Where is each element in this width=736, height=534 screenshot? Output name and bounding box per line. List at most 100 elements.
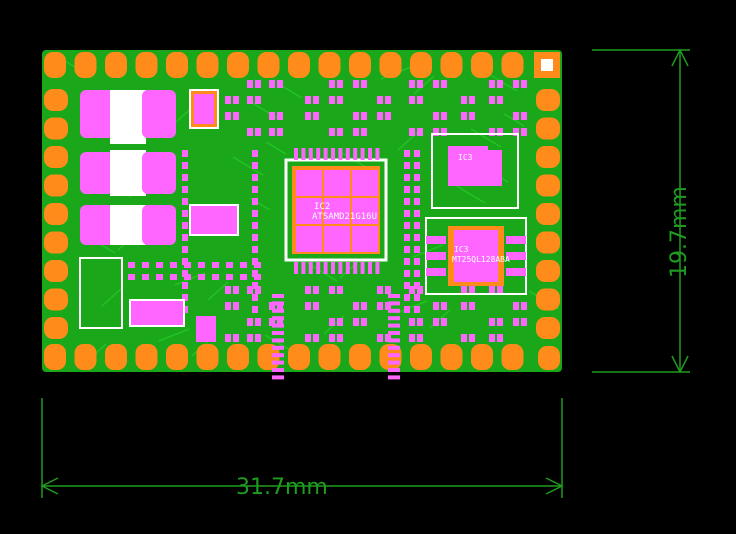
passive-pad	[182, 246, 188, 253]
passive-pad	[414, 234, 420, 241]
small-ic-ref-label: IC3	[458, 153, 473, 162]
passive-pad	[414, 294, 420, 301]
bottom-castellated-pad	[74, 344, 97, 370]
mcu-pin	[368, 148, 372, 160]
passive-pad	[182, 174, 188, 181]
smd-components	[128, 80, 527, 342]
left-castellated-pad	[44, 317, 68, 339]
passive-pad	[184, 262, 191, 268]
passive-pad	[433, 112, 439, 120]
passive-pad	[277, 80, 283, 88]
passive-pad	[469, 112, 475, 120]
left-castellated-pad	[44, 203, 68, 225]
mcu-pin	[308, 148, 313, 160]
bottom-castellated-pad	[471, 344, 493, 370]
passive-pad	[226, 262, 233, 268]
passive-pad	[414, 150, 420, 157]
trace	[101, 287, 123, 307]
passive-pad	[414, 258, 420, 265]
mcu-pin	[301, 262, 306, 274]
passive-pad	[277, 128, 283, 136]
mcu-pin	[272, 345, 284, 350]
flash-ref-label: IC3	[454, 245, 469, 254]
passive-pad	[305, 286, 311, 294]
passive-pad	[247, 96, 253, 104]
passive-pad	[377, 334, 383, 342]
passive-pad	[361, 128, 367, 136]
passive-pad	[252, 198, 258, 205]
passive-pad	[225, 286, 231, 294]
passive-pad	[225, 96, 231, 104]
passive-pad	[247, 318, 253, 326]
passive-pad	[377, 286, 383, 294]
regulator-package	[189, 89, 239, 236]
passive-pad	[404, 162, 410, 169]
small-ic-package: IC3	[431, 133, 519, 209]
passive-pad	[441, 318, 447, 326]
passive-pad	[404, 294, 410, 301]
passive-pad	[252, 162, 258, 169]
passive-pad	[441, 302, 447, 310]
passive-pad	[414, 186, 420, 193]
passive-pad	[404, 282, 410, 289]
passive-pad	[252, 246, 258, 253]
passive-pad	[414, 210, 420, 217]
castellated-pads	[44, 52, 560, 370]
right-castellated-pad	[536, 260, 560, 282]
passive-pad	[313, 96, 319, 104]
top-castellated-pad	[166, 52, 188, 78]
passive-pad	[305, 334, 311, 342]
passive-pad	[252, 282, 258, 289]
passive-pad	[497, 96, 503, 104]
passive-pad	[329, 128, 335, 136]
passive-pad	[433, 302, 439, 310]
bottom-castellated-pad	[44, 344, 66, 370]
passive-pad	[269, 318, 275, 326]
power-inductors	[80, 90, 176, 245]
mcu-pin	[360, 262, 365, 274]
mcu-pin	[368, 262, 372, 274]
passive-pad	[198, 274, 205, 280]
pin1-square-pad-core	[541, 59, 553, 71]
passive-pad	[513, 112, 519, 120]
left-castellated-pad	[44, 89, 68, 111]
passive-pad	[469, 96, 475, 104]
passive-pad	[254, 262, 261, 268]
mcu-pin	[375, 148, 380, 160]
bottom-castellated-pad	[166, 344, 188, 370]
mcu-pin	[388, 308, 400, 313]
passive-pad	[337, 80, 343, 88]
mcu-pin	[294, 262, 298, 274]
mcu-pin	[360, 148, 365, 160]
passive-pad	[404, 246, 410, 253]
mcu-pin	[375, 262, 380, 274]
passive-pad	[404, 270, 410, 277]
passive-pad	[182, 210, 188, 217]
passive-pad	[313, 302, 319, 310]
trace	[413, 75, 435, 95]
mcu-pin	[345, 148, 350, 160]
passive-pad	[252, 234, 258, 241]
width-dimension-label: 31.7mm	[236, 475, 328, 500]
mcu-pin	[388, 375, 400, 380]
passive-pad	[156, 274, 163, 280]
right-castellated-pad	[536, 288, 560, 311]
passive-pad	[182, 282, 188, 289]
passive-pad	[269, 302, 275, 310]
mcu-pin	[272, 294, 284, 298]
passive-pad	[353, 318, 359, 326]
passive-pad	[441, 80, 447, 88]
passive-pad	[404, 258, 410, 265]
passive-pad	[329, 334, 335, 342]
top-castellated-pad	[318, 52, 341, 78]
mcu-pin	[272, 308, 284, 313]
passive-pad	[313, 112, 319, 120]
passive-pad	[433, 318, 439, 326]
passive-pad	[461, 302, 467, 310]
passive-pad	[252, 186, 258, 193]
mcu-pin	[272, 331, 284, 335]
passive-pad	[329, 286, 335, 294]
bottom-castellated-pad	[410, 344, 432, 370]
passive-pad	[233, 286, 239, 294]
passive-pad	[417, 80, 423, 88]
